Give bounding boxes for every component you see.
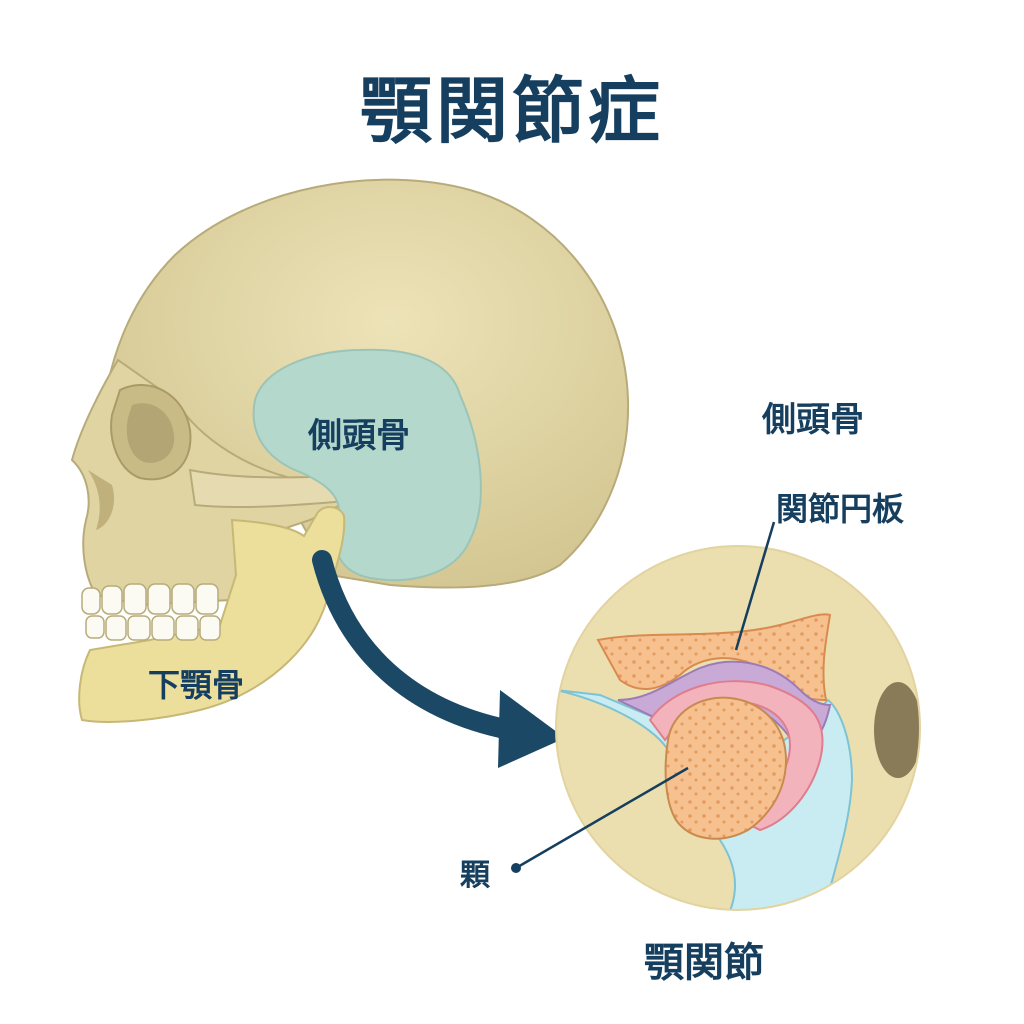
tmj-label: 顎関節 — [644, 940, 764, 986]
condyle-leader-dot — [511, 863, 521, 873]
articular-disc-label: 関節円板 — [776, 490, 905, 528]
mandible — [78, 506, 346, 723]
inset-temporal-bone-label: 側頭骨 — [762, 400, 864, 440]
skull-illustration — [70, 178, 630, 723]
condyle — [664, 696, 788, 840]
zoom-arrow — [312, 550, 565, 768]
condyle-leader-line — [515, 766, 689, 870]
disc-leader-line — [734, 521, 776, 651]
ear-canal — [874, 682, 920, 778]
teeth — [81, 583, 221, 641]
leader-lines — [511, 521, 776, 873]
inset-temporal-bone — [596, 613, 832, 702]
mandible-label: 下顎骨 — [148, 666, 245, 704]
skull-temporal-bone-label: 側頭骨 — [308, 416, 410, 456]
nasal-cavity — [88, 470, 115, 530]
page-title: 顎関節症 — [359, 69, 664, 153]
tmj-inset — [555, 545, 921, 911]
condyle-label: 顆 — [460, 858, 490, 893]
temporal-bone-region — [252, 348, 482, 582]
